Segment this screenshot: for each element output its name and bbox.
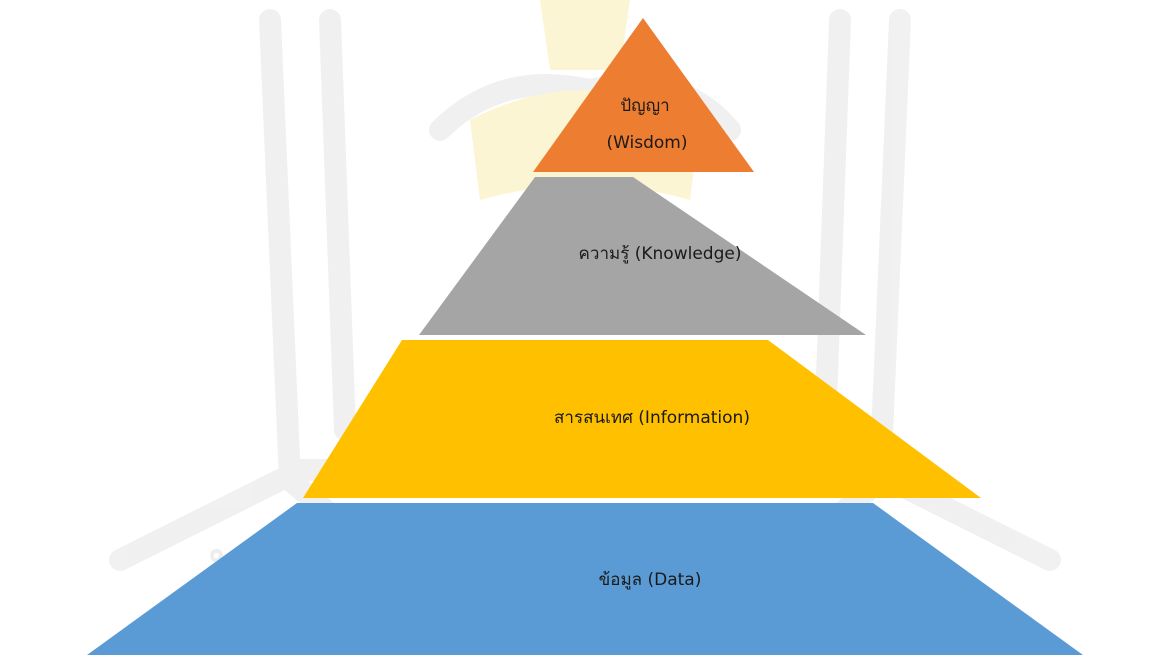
layer-information [303,340,981,498]
layer-data [87,503,1083,655]
wisdom-label-thai: ปัญญา [620,96,669,116]
information-label: สารสนเทศ (Information) [554,408,750,428]
wisdom-label-english: (Wisdom) [606,133,687,153]
knowledge-label: ความรู้ (Knowledge) [579,244,742,264]
layer-knowledge [419,177,866,335]
data-label: ข้อมูล (Data) [599,570,702,590]
layer-wisdom [533,18,754,172]
